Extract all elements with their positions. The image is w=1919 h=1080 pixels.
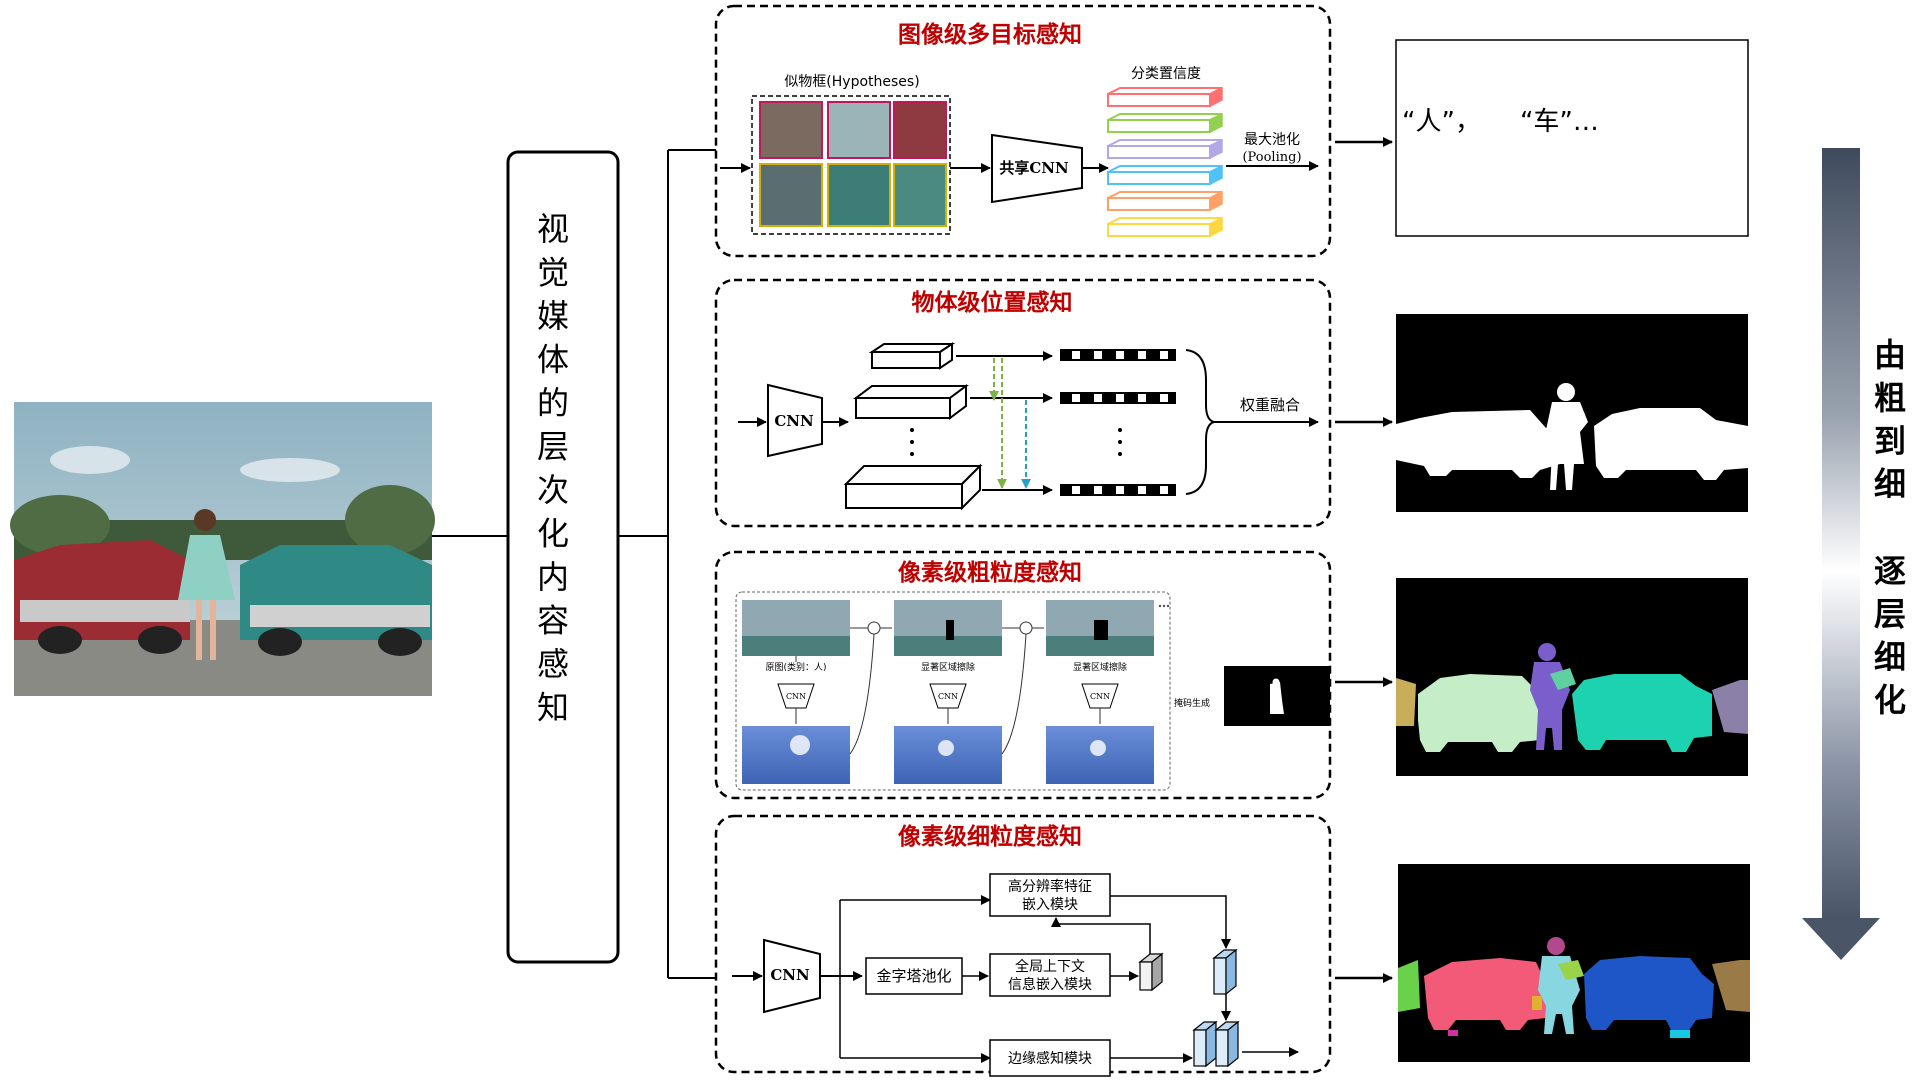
- left-title-char: 体: [537, 341, 569, 379]
- confidence-label: 分类置信度: [1131, 66, 1201, 82]
- weighted-feature-maps: [1060, 349, 1176, 496]
- pooling-label: 最大池化: [1244, 132, 1300, 148]
- left-title-char: 的: [537, 384, 569, 422]
- panel-fine-pixel: 像素级细粒度感知 CNN 金字塔池化 高分辨率特征 嵌入模块 全局上下文 信息嵌…: [714, 814, 1332, 1077]
- coarse-to-fine-char: 由: [1874, 336, 1906, 374]
- left-title-char: 化: [537, 515, 569, 553]
- left-title-char: 感: [537, 645, 569, 683]
- caption-original: 原图(类别：人): [765, 661, 826, 673]
- edge-aware-label: 边缘感知模块: [1008, 1050, 1092, 1067]
- global-context-label-2: 信息嵌入模块: [1008, 976, 1092, 993]
- output-object-mask: [1396, 314, 1748, 512]
- edge-aware-box: [989, 1039, 1111, 1077]
- pyramid-pooling-label: 金字塔池化: [876, 967, 951, 985]
- object-cnn-block: [767, 383, 823, 458]
- output-fine-segmentation: [1398, 864, 1750, 1062]
- confidence-bar-side: [1209, 112, 1223, 134]
- caption-erase-2: 显著区域擦除: [1073, 661, 1127, 673]
- panel-image-level-title: 图像级多目标感知: [898, 21, 1082, 48]
- left-title-char: 次: [537, 471, 569, 509]
- confidence-bars: [1107, 86, 1223, 238]
- panel-object-level-title: 物体级位置感知: [912, 289, 1073, 316]
- panel-coarse-pixel: 像素级粗粒度感知 原图(类别：人) 显著区域擦除 显著区域擦除: [714, 550, 1332, 800]
- left-title-char: 容: [537, 602, 569, 640]
- feature-pyramid-slabs: [843, 342, 983, 511]
- hypotheses-thumbnails: [759, 101, 947, 227]
- panel-object-level: 物体级位置感知 CNN: [714, 278, 1332, 528]
- branch-connector: [618, 149, 716, 979]
- left-title-char: 视: [537, 210, 569, 248]
- confidence-bar: [1107, 197, 1211, 211]
- confidence-bar: [1107, 119, 1211, 133]
- output-text-label: “人”， “车”…: [1402, 107, 1599, 137]
- panel-coarse-pixel-title: 像素级粗粒度感知: [898, 559, 1082, 586]
- pooling-label-en: (Pooling): [1242, 150, 1301, 165]
- confidence-bar: [1107, 223, 1211, 237]
- left-title-char: 媒: [537, 297, 569, 335]
- vertical-ellipsis: [910, 428, 1122, 456]
- shared-cnn-block: [991, 133, 1083, 204]
- panel-fine-pixel-title: 像素级细粒度感知: [898, 823, 1082, 850]
- hr-feature-label-2: 嵌入模块: [1022, 897, 1078, 913]
- feature-cubes: [1138, 948, 1240, 1068]
- fine-cnn-label: CNN: [770, 966, 810, 984]
- global-context-label-1: 全局上下文: [1015, 958, 1085, 975]
- mask-generation-label: 掩码生成: [1174, 697, 1210, 709]
- confidence-bar-side: [1209, 190, 1223, 212]
- hr-feature-box: [989, 873, 1111, 917]
- confidence-bar: [1107, 145, 1211, 159]
- coarse-cnn-label-3: CNN: [1090, 692, 1110, 701]
- left-title-char: 知: [537, 689, 569, 727]
- erasure-frame: [735, 591, 1171, 791]
- fusion-label: 权重融合: [1240, 396, 1300, 414]
- layer-refine-char: 细: [1874, 638, 1906, 676]
- global-context-box: [989, 953, 1111, 997]
- layer-refine-char: 化: [1874, 681, 1906, 719]
- fine-cnn-block: [763, 938, 821, 1014]
- coarse-to-fine-char: 到: [1874, 422, 1906, 460]
- confidence-bar-side: [1209, 164, 1223, 186]
- left-title-char: 觉: [537, 254, 569, 292]
- left-title-char: 内: [537, 558, 569, 596]
- coarse-cnn-label-2: CNN: [938, 692, 958, 701]
- input-photo: [10, 402, 435, 696]
- hierarchical-perception-box: [506, 150, 620, 964]
- erasure-steps: 原图(类别：人) 显著区域擦除 显著区域擦除 CNN CNN CNN: [742, 600, 1170, 784]
- object-cnn-label: CNN: [774, 412, 814, 430]
- layer-refine-char: 逐: [1874, 552, 1906, 590]
- coarse-to-fine-arrow: [1802, 148, 1880, 960]
- fusion-brace: [1185, 349, 1215, 495]
- panel-image-level: 图像级多目标感知 似物框(Hypotheses) 共享CNN 分类置信度 最大池…: [714, 4, 1332, 258]
- confidence-bar: [1107, 171, 1211, 185]
- confidence-bar-side: [1209, 216, 1223, 238]
- layer-refine-char: 层: [1874, 595, 1906, 633]
- coarse-cnn-label-1: CNN: [786, 692, 806, 701]
- coarse-to-fine-char: 细: [1874, 465, 1906, 503]
- confidence-bar-side: [1209, 86, 1223, 108]
- output-coarse-segmentation: [1396, 578, 1748, 776]
- caption-erase-1: 显著区域擦除: [921, 661, 975, 673]
- output-text-result: “人”， “车”…: [1395, 39, 1749, 237]
- shared-cnn-label: 共享CNN: [999, 159, 1069, 177]
- confidence-bar: [1107, 93, 1211, 107]
- hypotheses-box: [751, 95, 951, 235]
- confidence-bar-side: [1209, 138, 1223, 160]
- hr-feature-label-1: 高分辨率特征: [1008, 878, 1092, 895]
- hypotheses-label: 似物框(Hypotheses): [784, 74, 919, 90]
- coarse-to-fine-char: 粗: [1874, 379, 1906, 417]
- left-title-char: 层: [537, 428, 569, 466]
